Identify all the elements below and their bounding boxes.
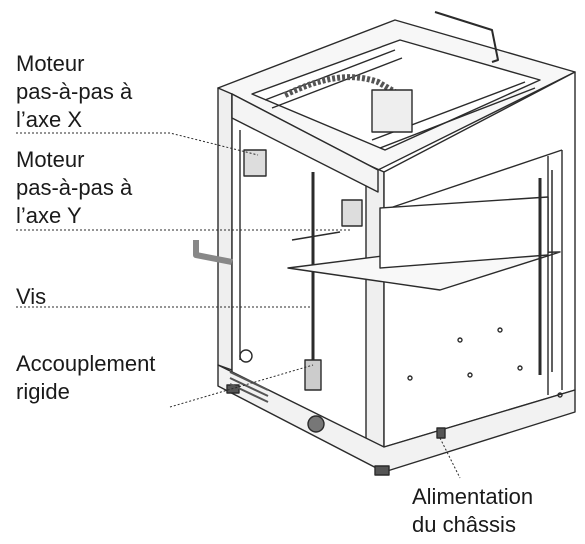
coupling xyxy=(304,359,322,391)
label-y-motor-line2: pas-à-pas à xyxy=(16,175,133,200)
print-bed xyxy=(287,251,561,291)
label-power: Alimentation du châssis xyxy=(412,483,533,539)
front-top-bar xyxy=(231,93,379,193)
label-screw-line1: Vis xyxy=(16,284,47,309)
label-coupling-line1: Accouplement xyxy=(16,351,156,376)
label-power-line1: Alimentation xyxy=(412,484,534,509)
x-motor xyxy=(243,149,267,177)
y-motor xyxy=(341,199,363,227)
label-screw: Vis xyxy=(16,283,46,311)
label-coupling: Accouplement rigide xyxy=(16,350,155,406)
label-x-motor-line2: pas-à-pas à xyxy=(16,79,133,104)
foot-right xyxy=(374,465,390,476)
label-x-motor-line3: l’axe X xyxy=(16,107,83,132)
label-y-motor-line1: Moteur xyxy=(16,147,85,172)
label-x-motor-line1: Moteur xyxy=(16,51,85,76)
base xyxy=(217,364,576,473)
label-coupling-line2: rigide xyxy=(16,379,70,404)
knob xyxy=(307,415,325,433)
label-y-motor-line3: l’axe Y xyxy=(16,203,82,228)
power-socket xyxy=(436,427,446,439)
label-y-motor: Moteur pas-à-pas à l’axe Y xyxy=(16,146,132,230)
heated-plate xyxy=(379,196,549,269)
label-x-motor: Moteur pas-à-pas à l’axe X xyxy=(16,50,132,134)
leader-power xyxy=(439,437,461,479)
leader-x-motor xyxy=(16,132,259,156)
front-corner-post xyxy=(365,163,385,448)
label-power-line2: du châssis xyxy=(412,512,516,537)
front-left-post xyxy=(217,87,233,371)
print-head xyxy=(371,89,413,133)
leader-coupling xyxy=(169,364,314,408)
